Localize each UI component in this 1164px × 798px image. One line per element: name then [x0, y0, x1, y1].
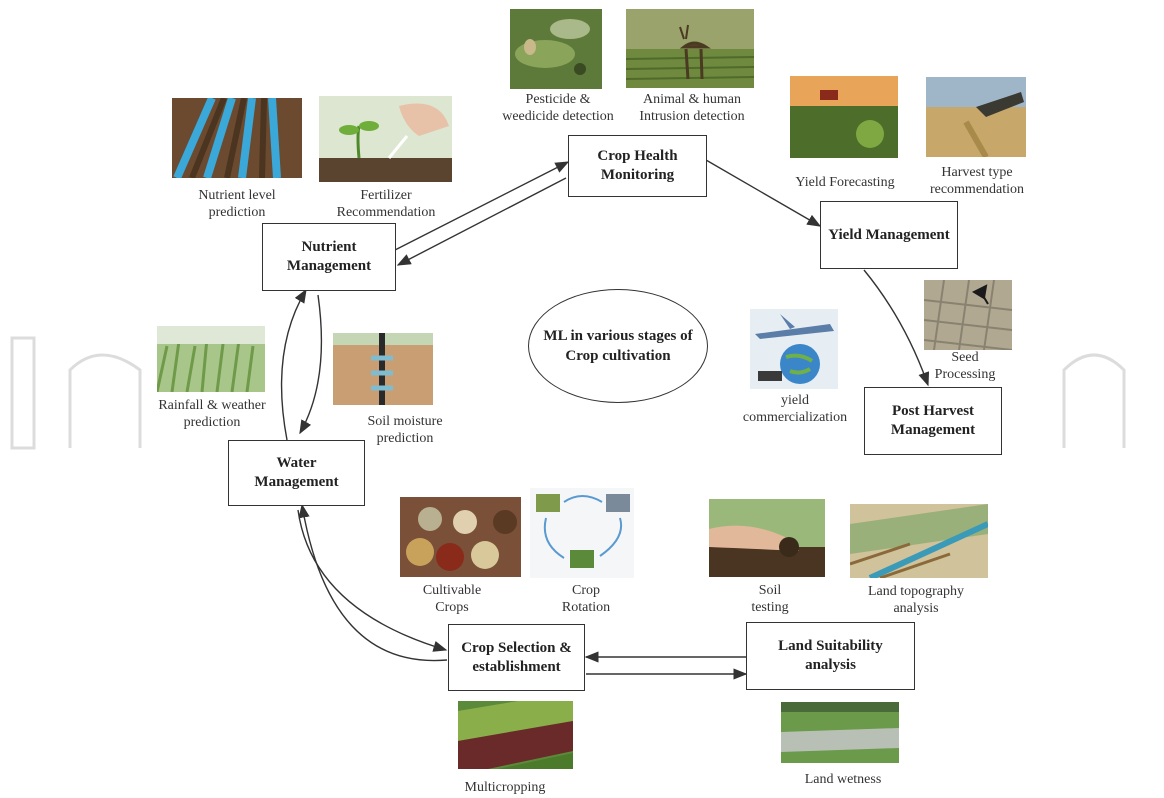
multicropping-caption: Multicropping — [464, 780, 546, 795]
stage-post-harvest-management: Post Harvest Management — [864, 387, 1002, 455]
crop-rotation-caption: Crop Rotation — [561, 583, 611, 615]
stage-label: Nutrient Management — [286, 239, 372, 274]
arrow-yield-to-postharvest — [863, 269, 930, 387]
intrusion-caption: Animal & human Intrusion detection — [639, 92, 745, 124]
center-title-ellipse: ML in various stages of Crop cultivation — [528, 289, 708, 403]
arrow-water-to-cropselect — [297, 509, 448, 652]
animal-intrusion-image — [626, 9, 754, 88]
rainfall-image — [157, 326, 265, 392]
land-wetness-caption: Land wetness — [804, 772, 882, 787]
arrow-water-to-nutrient — [280, 288, 307, 441]
cultivable-crops-caption: Cultivable Crops — [422, 583, 482, 615]
land-topography-image — [850, 504, 988, 578]
pesticide-caption: Pesticide & weedicide detection — [502, 92, 614, 124]
stage-crop-health-monitoring: Crop Health Monitoring — [568, 135, 707, 197]
diagram-title: ML in various stages of Crop cultivation — [543, 328, 693, 364]
commercialization-caption: yield commercialization — [742, 393, 848, 425]
crop-rotation-image — [530, 488, 634, 578]
stage-land-suitability-analysis: Land Suitability analysis — [746, 622, 915, 690]
stage-label: Post Harvest Management — [890, 403, 976, 438]
cultivable-crops-image — [400, 497, 521, 577]
soil-testing-caption: Soil testing — [751, 583, 789, 615]
yield-forecasting-image — [790, 76, 898, 158]
pesticide-image — [510, 9, 602, 89]
harvest-type-caption: Harvest type recommendation — [929, 165, 1025, 197]
stage-label: Yield Management — [828, 226, 950, 243]
multicropping-image — [458, 701, 573, 769]
stage-yield-management: Yield Management — [820, 201, 958, 269]
arrow-cropselect-to-water — [298, 503, 448, 662]
stage-water-management: Water Management — [228, 440, 365, 506]
commercialization-image — [750, 309, 838, 389]
soil-moisture-image — [333, 333, 433, 405]
arrow-nutrient-to-water — [299, 294, 323, 435]
fertilizer-image — [319, 96, 452, 182]
land-topography-caption: Land topography analysis — [867, 584, 965, 616]
arrow-nutrient-to-crophealth — [394, 161, 570, 251]
soil-testing-image — [709, 499, 825, 577]
stage-label: Water Management — [254, 455, 339, 490]
nutrient-level-caption: Nutrient level prediction — [198, 188, 276, 220]
fertilizer-caption: Fertilizer Recommendation — [336, 188, 436, 220]
soil-moisture-caption: Soil moisture prediction — [367, 414, 443, 446]
seed-processing-caption: Seed Processing — [934, 350, 996, 382]
yield-forecasting-caption: Yield Forecasting — [795, 175, 895, 190]
stage-crop-selection: Crop Selection & establishment — [448, 624, 585, 691]
harvest-type-image — [926, 77, 1026, 157]
nutrient-level-image — [172, 98, 302, 178]
stage-nutrient-management: Nutrient Management — [262, 223, 396, 291]
seed-processing-image — [924, 280, 1012, 350]
stage-label: Crop Selection & establishment — [461, 639, 572, 675]
stage-label: Land Suitability analysis — [778, 638, 883, 673]
land-wetness-image — [781, 702, 899, 763]
rainfall-caption: Rainfall & weather prediction — [158, 398, 266, 430]
stage-label: Crop Health Monitoring — [597, 148, 678, 183]
arrow-crophealth-to-yield — [705, 159, 822, 227]
arrow-crophealth-to-nutrient — [396, 177, 567, 266]
